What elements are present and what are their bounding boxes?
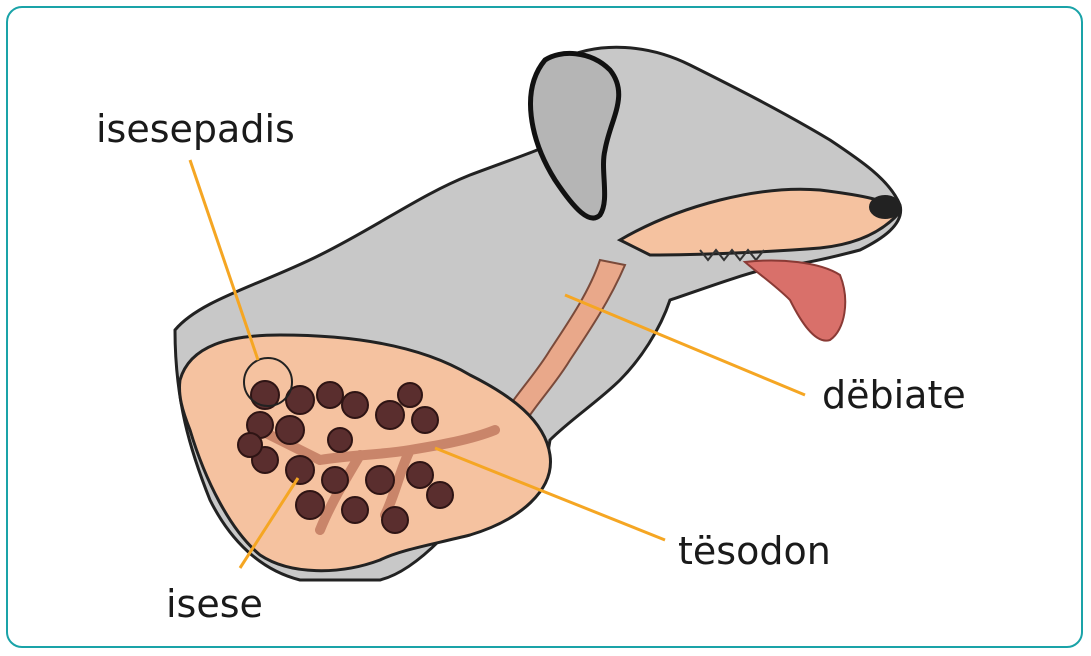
label-tesodon: tësodon <box>678 532 831 570</box>
dog-nose <box>869 195 901 219</box>
label-debiate: dëbiate <box>822 376 966 414</box>
label-isesepadis: isesepadis <box>96 110 295 148</box>
dog-tongue <box>745 261 845 341</box>
label-isese: isese <box>166 585 263 623</box>
